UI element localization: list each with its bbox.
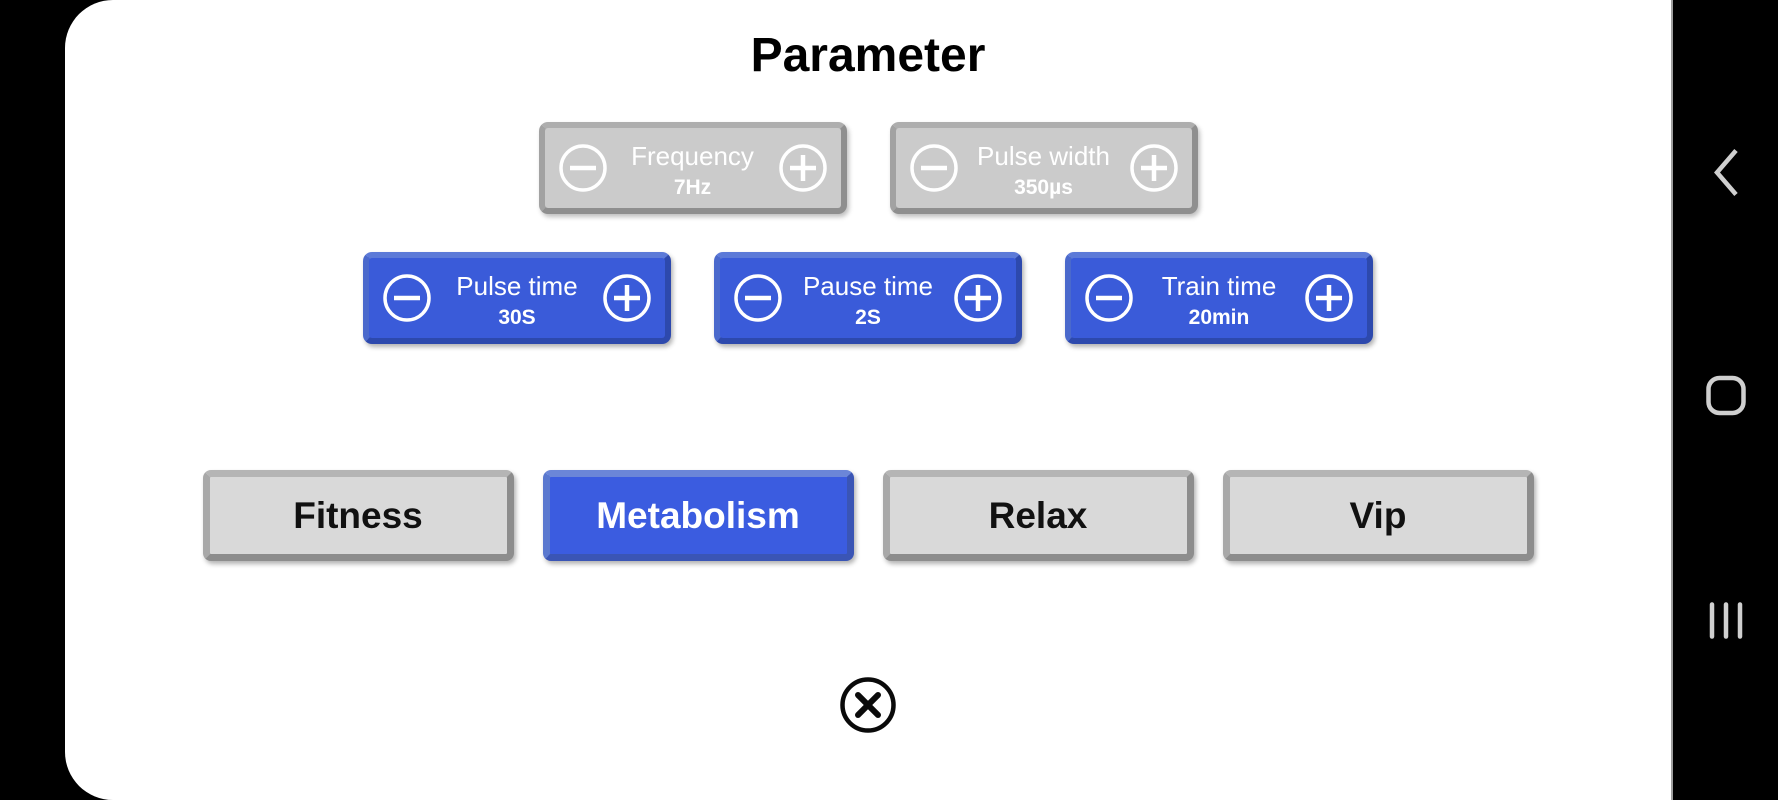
- plus-icon[interactable]: [1128, 142, 1180, 194]
- mode-button-row: Fitness Metabolism Relax Vip: [65, 470, 1671, 561]
- param-value: 2S: [855, 306, 881, 329]
- parameter-panel: Parameter Frequency 7Hz: [65, 0, 1671, 800]
- close-button-row: [65, 676, 1671, 734]
- param-label: Pause time: [802, 271, 934, 301]
- plus-icon[interactable]: [952, 272, 1004, 324]
- minus-icon[interactable]: [557, 142, 609, 194]
- param-label: Pulse time: [456, 271, 578, 301]
- param-pause-time: Pause time 2S: [714, 252, 1022, 344]
- minus-icon[interactable]: [1083, 272, 1135, 324]
- plus-icon[interactable]: [1303, 272, 1355, 324]
- mode-button-relax[interactable]: Relax: [882, 470, 1194, 561]
- minus-icon[interactable]: [908, 142, 960, 194]
- param-value: 30S: [498, 306, 536, 329]
- param-pulse-width: Pulse width 350µs: [889, 122, 1198, 214]
- param-label: Pulse width: [977, 141, 1110, 171]
- minus-icon[interactable]: [381, 272, 433, 324]
- close-icon[interactable]: [839, 676, 897, 734]
- home-icon[interactable]: [1705, 375, 1747, 422]
- plus-icon[interactable]: [777, 142, 829, 194]
- back-icon[interactable]: [1710, 146, 1742, 205]
- param-value: 7Hz: [673, 176, 712, 199]
- active-parameter-row: Pulse time 30S Pause tim: [65, 252, 1671, 344]
- param-value: 20min: [1188, 306, 1250, 329]
- param-label: Train time: [1161, 271, 1277, 301]
- disabled-parameter-row: Frequency 7Hz Pulse widt: [65, 122, 1671, 214]
- recents-icon[interactable]: [1708, 602, 1744, 645]
- param-train-time: Train time 20min: [1065, 252, 1373, 344]
- param-value: 350µs: [1014, 176, 1073, 199]
- android-navigation-bar: [1671, 0, 1778, 800]
- plus-icon[interactable]: [601, 272, 653, 324]
- param-label: Frequency: [631, 141, 754, 171]
- mode-button-vip[interactable]: Vip: [1222, 470, 1534, 561]
- minus-icon[interactable]: [732, 272, 784, 324]
- param-frequency: Frequency 7Hz: [538, 122, 847, 214]
- mode-button-metabolism[interactable]: Metabolism: [542, 470, 854, 561]
- page-title: Parameter: [750, 29, 986, 82]
- param-pulse-time: Pulse time 30S: [363, 252, 671, 344]
- mode-button-fitness[interactable]: Fitness: [202, 470, 514, 561]
